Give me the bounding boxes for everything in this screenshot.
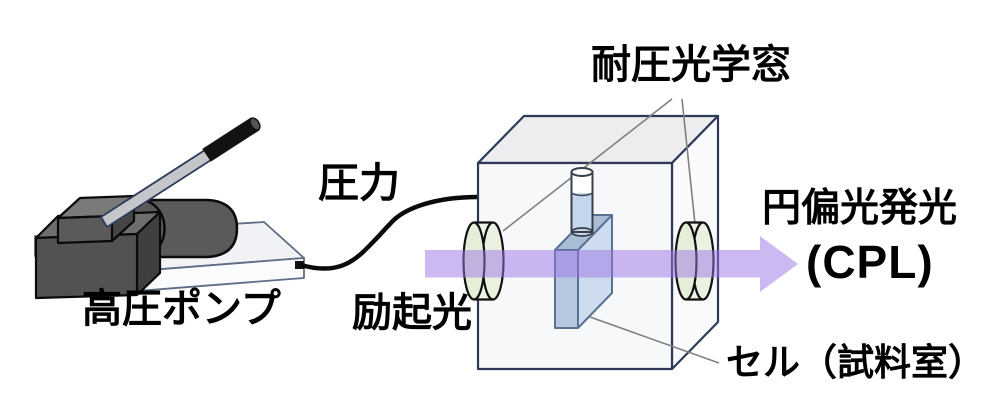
optical-window-label: 耐圧光学窓 [591, 43, 791, 87]
pump-label: 高圧ポンプ [82, 287, 281, 331]
light-beam-arrow [425, 236, 798, 292]
cpl-label-line1: 円偏光発光 [762, 187, 958, 230]
pointer-lines [502, 98, 720, 364]
pump-top-block-front [56, 214, 114, 245]
tube-lower-liquid [571, 193, 593, 232]
cell-label: セル（試料室） [726, 342, 985, 383]
tube-upper-white [571, 172, 593, 193]
pump-cylinder-body [138, 198, 239, 259]
pump-lever-grip-cap [249, 117, 261, 131]
pressure-tube-line [298, 194, 481, 271]
tube-top-opening [570, 167, 594, 177]
pump-lever [100, 117, 261, 228]
excitation-light-label: 励起光 [352, 291, 472, 335]
left-window-edges [474, 221, 493, 301]
cpl-label-line2: (CPL) [806, 236, 934, 288]
pointer-line-cell [589, 316, 720, 364]
tube-liquid-line [570, 191, 594, 197]
pointer-line-left-window [502, 98, 673, 232]
hand-pump-illustration [34, 117, 305, 300]
sample-tube [570, 167, 594, 237]
pressure-label: 圧力 [318, 160, 400, 206]
pointer-line-right-window [681, 98, 696, 225]
